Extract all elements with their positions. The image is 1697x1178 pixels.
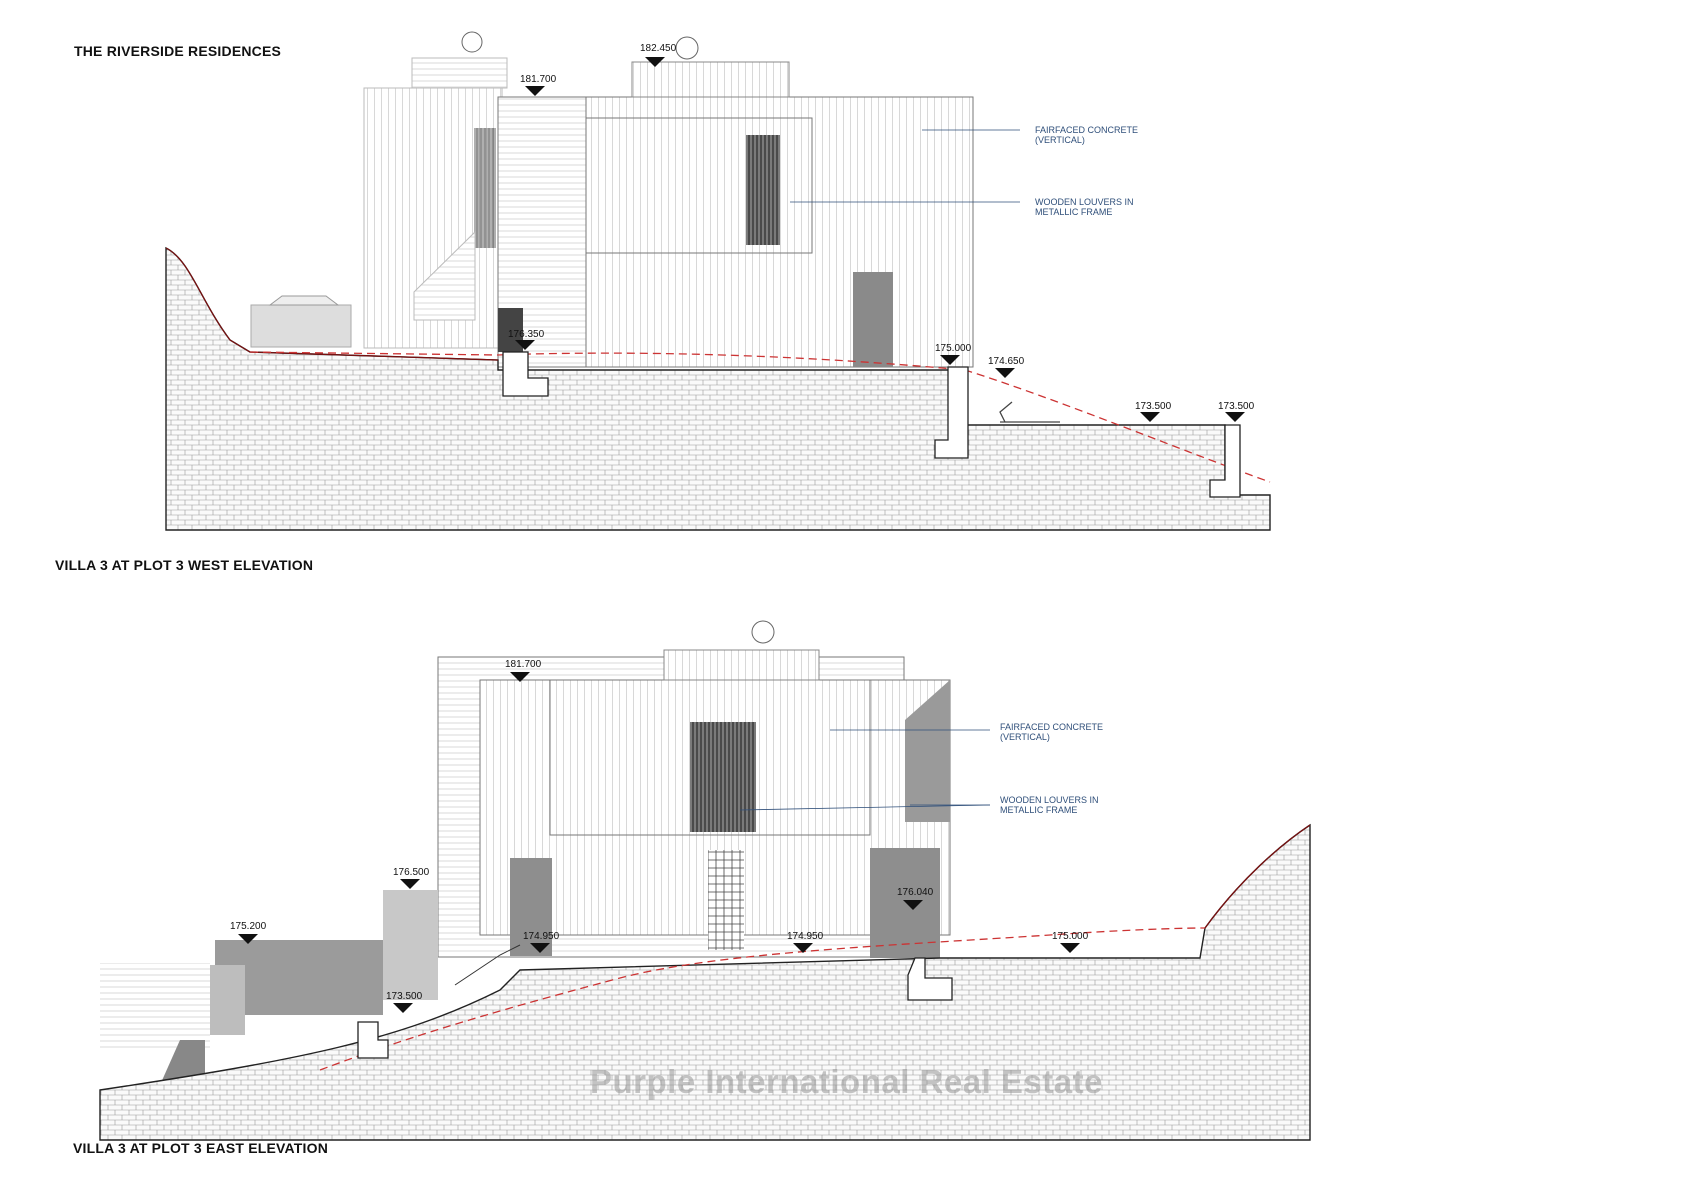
east-elevation-title: VILLA 3 AT PLOT 3 EAST ELEVATION bbox=[73, 1140, 329, 1156]
level-label: 174.950 bbox=[787, 931, 824, 942]
level-label: 176.500 bbox=[393, 867, 430, 878]
material-note: WOODEN LOUVERS IN METALLIC FRAME bbox=[1000, 795, 1099, 815]
west-elevation bbox=[165, 31, 1271, 531]
level-label: 176.040 bbox=[897, 887, 934, 898]
level-label: 175.200 bbox=[230, 921, 267, 932]
level-label: 174.650 bbox=[988, 356, 1025, 367]
level-label: 182.450 bbox=[640, 43, 677, 54]
west-elevation-title: VILLA 3 AT PLOT 3 WEST ELEVATION bbox=[55, 557, 314, 573]
material-note: FAIRFACED CONCRETE (VERTICAL) bbox=[1000, 722, 1104, 742]
material-note: FAIRFACED CONCRETE (VERTICAL) bbox=[1035, 125, 1139, 145]
level-label: 173.500 bbox=[386, 991, 423, 1002]
level-label: 175.000 bbox=[1052, 931, 1089, 942]
level-label: 181.700 bbox=[520, 74, 557, 85]
east-elevation bbox=[99, 620, 1311, 1141]
watermark: Purple International Real Estate bbox=[590, 1063, 1103, 1100]
level-label: 173.500 bbox=[1135, 401, 1172, 412]
level-label: 173.500 bbox=[1218, 401, 1255, 412]
project-title: THE RIVERSIDE RESIDENCES bbox=[74, 43, 282, 59]
level-label: 175.000 bbox=[935, 343, 972, 354]
level-label: 176.350 bbox=[508, 329, 545, 340]
level-label: 174.950 bbox=[523, 931, 560, 942]
material-note: WOODEN LOUVERS IN METALLIC FRAME bbox=[1035, 197, 1134, 217]
level-label: 181.700 bbox=[505, 659, 542, 670]
